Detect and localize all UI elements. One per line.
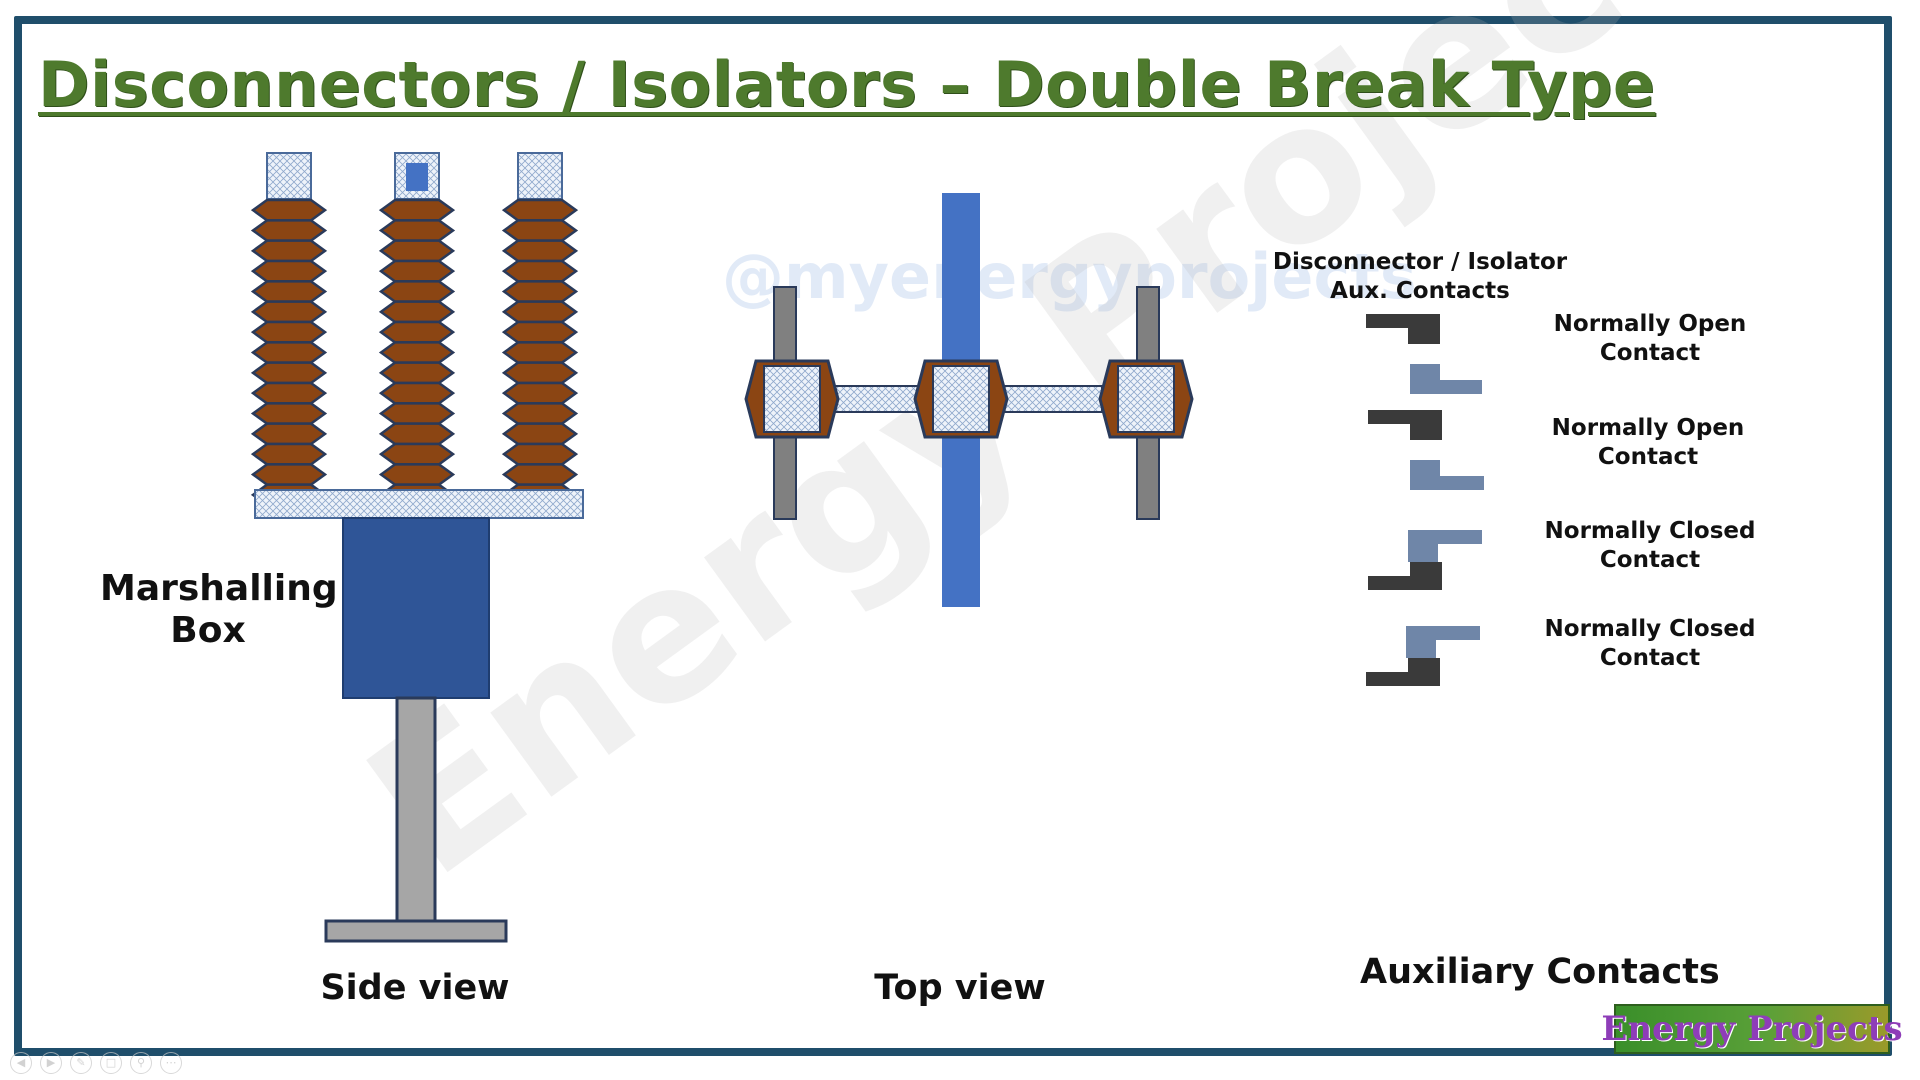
marshalling-box	[342, 517, 490, 699]
aux-contacts-symbols	[1366, 314, 1484, 686]
marshalling-box-label: Marshalling Box	[100, 568, 338, 651]
insulator-shed	[501, 259, 579, 283]
auxiliary-contacts-label: Auxiliary Contacts	[1360, 952, 1720, 992]
insulator-cap	[932, 365, 990, 433]
more-icon[interactable]: ⋯	[160, 1052, 182, 1074]
aux-contact-no-2-symbol	[1368, 410, 1484, 490]
aux-contacts-heading-line1: Disconnector / Isolator	[1272, 249, 1568, 275]
insulator-shed	[501, 341, 579, 364]
insulator-shed	[250, 259, 328, 283]
connecting-bar-right	[1001, 385, 1103, 413]
insulator-shed	[501, 463, 579, 486]
insulator-shed	[501, 402, 579, 425]
aux-contact-nc-2-symbol	[1366, 626, 1480, 686]
insulator-shed	[378, 463, 456, 486]
insulator-shed	[250, 442, 328, 466]
aux-contact-nc-2-line1: Normally Closed	[1544, 616, 1756, 642]
insulator-shed	[501, 300, 579, 324]
insulator-cap	[1117, 365, 1175, 433]
aux-contact-no-2-line1: Normally Open	[1551, 415, 1745, 441]
insulator-shed	[501, 361, 579, 385]
insulator-shed	[378, 300, 456, 324]
insulator-shed	[501, 442, 579, 466]
insulator-shed	[250, 402, 328, 425]
aux-contact-no-1-line2: Contact	[1599, 340, 1701, 366]
insulator-shed	[501, 422, 579, 446]
connecting-bar-left	[829, 385, 921, 413]
insulator-shed	[378, 198, 456, 222]
aux-contact-nc-1-line2: Contact	[1599, 547, 1701, 573]
insulator-left	[250, 198, 328, 507]
insulator-shed	[250, 361, 328, 385]
insulator-shed	[378, 341, 456, 364]
insulator-middle	[378, 198, 456, 507]
insulator-shed	[378, 402, 456, 425]
insulator-right	[501, 198, 579, 507]
insulator-cap-left	[266, 152, 312, 200]
insulator-shed	[378, 219, 456, 242]
insulator-shed	[250, 463, 328, 486]
prev-icon[interactable]: ◀	[10, 1052, 32, 1074]
insulator-shed	[378, 442, 456, 466]
insulator-shed	[501, 239, 579, 263]
aux-contact-nc-2-line2: Contact	[1599, 645, 1701, 671]
support-foot	[324, 919, 508, 943]
insulator-shed	[378, 320, 456, 344]
insulator-cap-right	[517, 152, 563, 200]
insulator-shed	[501, 320, 579, 344]
insulator-cap-middle-terminal	[406, 163, 428, 191]
base-frame	[254, 489, 584, 519]
support-pole	[395, 696, 437, 928]
top-insulator-middle	[913, 359, 1009, 439]
insulator-shed	[378, 239, 456, 263]
insulator-shed	[250, 300, 328, 324]
insulator-shed	[378, 381, 456, 405]
watermark-handle: @myenergyprojects	[722, 240, 1417, 313]
top-view	[744, 193, 1194, 607]
top-insulator-left	[744, 359, 840, 439]
insulator-shed	[250, 198, 328, 222]
insulator-cap	[763, 365, 821, 433]
insulator-shed	[250, 422, 328, 446]
aux-contact-no-2-line2: Contact	[1597, 444, 1699, 470]
pen-icon[interactable]: ✎	[70, 1052, 92, 1074]
insulator-shed	[250, 219, 328, 242]
aux-contact-nc-1-symbol	[1368, 530, 1482, 590]
brand-logo: Energy Projects	[1601, 1004, 1903, 1054]
insulator-shed	[250, 341, 328, 364]
aux-contact-no-1-symbol	[1366, 314, 1482, 394]
insulator-shed	[250, 239, 328, 263]
zoom-icon[interactable]: ⚲	[130, 1052, 152, 1074]
top-view-label: Top view	[874, 968, 1046, 1008]
insulator-shed	[378, 280, 456, 303]
insulator-shed	[378, 259, 456, 283]
top-insulator-right	[1098, 359, 1194, 439]
play-icon[interactable]: ▶	[40, 1052, 62, 1074]
aux-contact-no-1-line1: Normally Open	[1553, 311, 1747, 337]
side-view-label: Side view	[320, 968, 510, 1008]
slideshow-controls: ◀ ▶ ✎ □ ⚲ ⋯	[10, 1052, 182, 1074]
insulator-shed	[378, 361, 456, 385]
side-view	[250, 152, 584, 943]
insulator-shed	[501, 219, 579, 242]
insulator-shed	[378, 422, 456, 446]
brand-logo-text: Energy Projects	[1601, 1009, 1903, 1049]
insulator-shed	[501, 381, 579, 405]
insulator-shed	[250, 381, 328, 405]
aux-contact-nc-1-line1: Normally Closed	[1544, 518, 1756, 544]
insulator-shed	[250, 320, 328, 344]
insulator-shed	[501, 280, 579, 303]
insulator-shed	[501, 198, 579, 222]
slides-icon[interactable]: □	[100, 1052, 122, 1074]
page-title: Disconnectors / Isolators – Double Break…	[38, 48, 1656, 121]
insulator-shed	[250, 280, 328, 303]
aux-contacts-heading-line2: Aux. Contacts	[1330, 278, 1510, 304]
